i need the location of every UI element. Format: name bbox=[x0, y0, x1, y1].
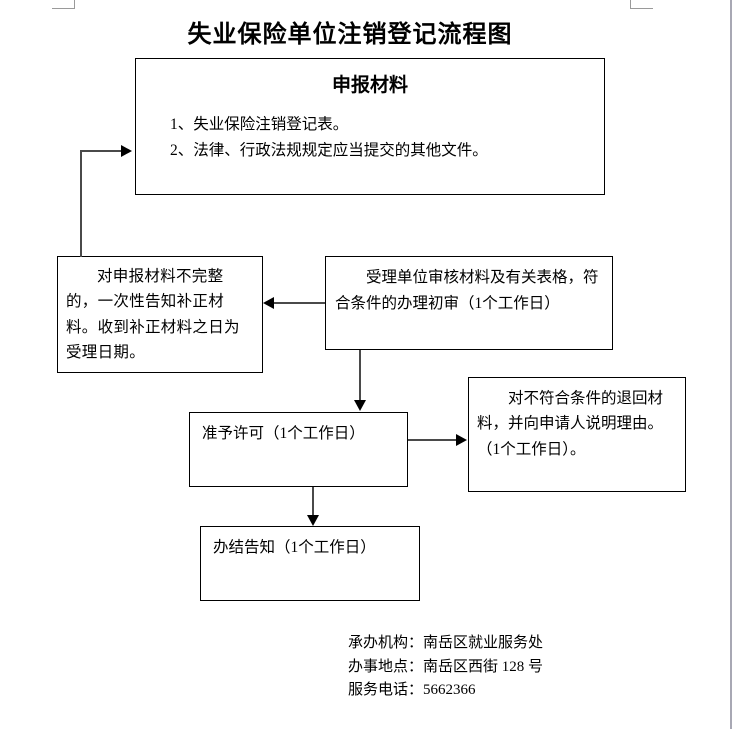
page-edge-line bbox=[730, 0, 732, 729]
materials-item: 2、法律、行政法规规定应当提交的其他文件。 bbox=[170, 142, 488, 160]
footer-contact-info: 承办机构：南岳区就业服务处 办事地点：南岳区西街 128 号 服务电话：5662… bbox=[348, 632, 543, 703]
connector-supplement-to-materials-horizontal bbox=[80, 150, 123, 152]
connector-permit-to-finish bbox=[312, 487, 314, 518]
permit-text: 准予许可（1个工作日） bbox=[202, 425, 365, 442]
page-outside-area bbox=[732, 0, 752, 729]
arrow-head-to-supplement-icon bbox=[263, 297, 274, 309]
box-acceptance-review: 受理单位审核材料及有关表格，符合条件的办理初审（1个工作日） bbox=[325, 256, 613, 350]
supplement-text: 对申报材料不完整的，一次性告知补正材料。收到补正材料之日为受理日期。 bbox=[66, 268, 240, 362]
margin-corner-mark-top-right bbox=[630, 0, 653, 9]
box-grant-permit: 准予许可（1个工作日） bbox=[189, 412, 408, 487]
materials-heading: 申报材料 bbox=[331, 75, 408, 96]
box-application-materials: 申报材料 1、失业保险注销登记表。 2、法律、行政法规规定应当提交的其他文件。 bbox=[135, 58, 605, 195]
footer-agency: 承办机构：南岳区就业服务处 bbox=[348, 635, 544, 651]
arrow-head-to-reject-icon bbox=[456, 434, 467, 446]
box-reject-return-materials: 对不符合条件的退回材料，并向申请人说明理由。（1个工作日）。 bbox=[468, 377, 686, 492]
review-text: 受理单位审核材料及有关表格，符合条件的办理初审（1个工作日） bbox=[335, 269, 599, 313]
footer-address: 办事地点：南岳区西街 128 号 bbox=[348, 658, 544, 675]
box-supplement-materials: 对申报材料不完整的，一次性告知补正材料。收到补正材料之日为受理日期。 bbox=[57, 256, 263, 373]
connector-review-to-permit bbox=[359, 350, 361, 402]
finish-text: 办结告知（1个工作日） bbox=[213, 539, 376, 556]
connector-supplement-to-materials-vertical bbox=[80, 151, 82, 257]
box-completion-notice: 办结告知（1个工作日） bbox=[200, 526, 420, 601]
arrow-head-to-materials-icon bbox=[121, 145, 132, 157]
footer-phone: 服务电话：5662366 bbox=[348, 682, 476, 699]
arrow-head-to-permit-icon bbox=[354, 400, 366, 411]
reject-text: 对不符合条件的退回材料，并向申请人说明理由。（1个工作日）。 bbox=[477, 390, 664, 458]
connector-permit-to-reject bbox=[408, 439, 457, 441]
page-title: 失业保险单位注销登记流程图 bbox=[187, 22, 513, 48]
margin-corner-mark-top-left bbox=[52, 0, 75, 9]
connector-review-to-supplement bbox=[274, 302, 325, 304]
arrow-head-to-finish-icon bbox=[307, 515, 319, 526]
materials-item: 1、失业保险注销登记表。 bbox=[170, 115, 349, 133]
